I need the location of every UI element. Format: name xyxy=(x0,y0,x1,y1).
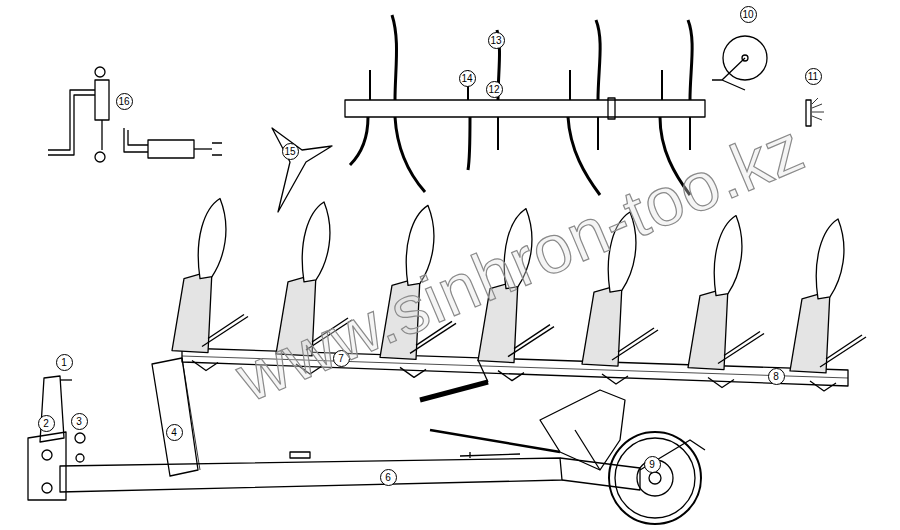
plough-body xyxy=(790,219,866,391)
callout-number: 9 xyxy=(644,456,661,473)
share-part xyxy=(272,128,332,212)
disc-coulter xyxy=(712,36,767,90)
callout-number: 15 xyxy=(282,143,299,160)
callout-number: 1 xyxy=(56,354,73,371)
callout-number: 16 xyxy=(116,93,133,110)
hitch xyxy=(28,376,85,500)
callout-number: 8 xyxy=(768,368,785,385)
callout-number: 2 xyxy=(38,415,55,432)
watermark: www.sinhron-too.kz xyxy=(225,107,815,416)
wheel-linkage xyxy=(420,352,625,470)
plate-part xyxy=(806,98,824,126)
callout-number: 3 xyxy=(71,413,88,430)
lower-beam xyxy=(60,452,640,492)
callout-number: 12 xyxy=(486,81,503,98)
callout-number: 6 xyxy=(380,469,397,486)
callout-number: 14 xyxy=(459,70,476,87)
callout-number: 11 xyxy=(805,68,822,85)
callout-number: 4 xyxy=(166,424,183,441)
callout-number: 13 xyxy=(488,32,505,49)
callout-number: 10 xyxy=(740,6,757,23)
wheel xyxy=(609,432,705,524)
plough-body xyxy=(688,216,764,388)
hydraulic-cylinders xyxy=(48,67,222,162)
